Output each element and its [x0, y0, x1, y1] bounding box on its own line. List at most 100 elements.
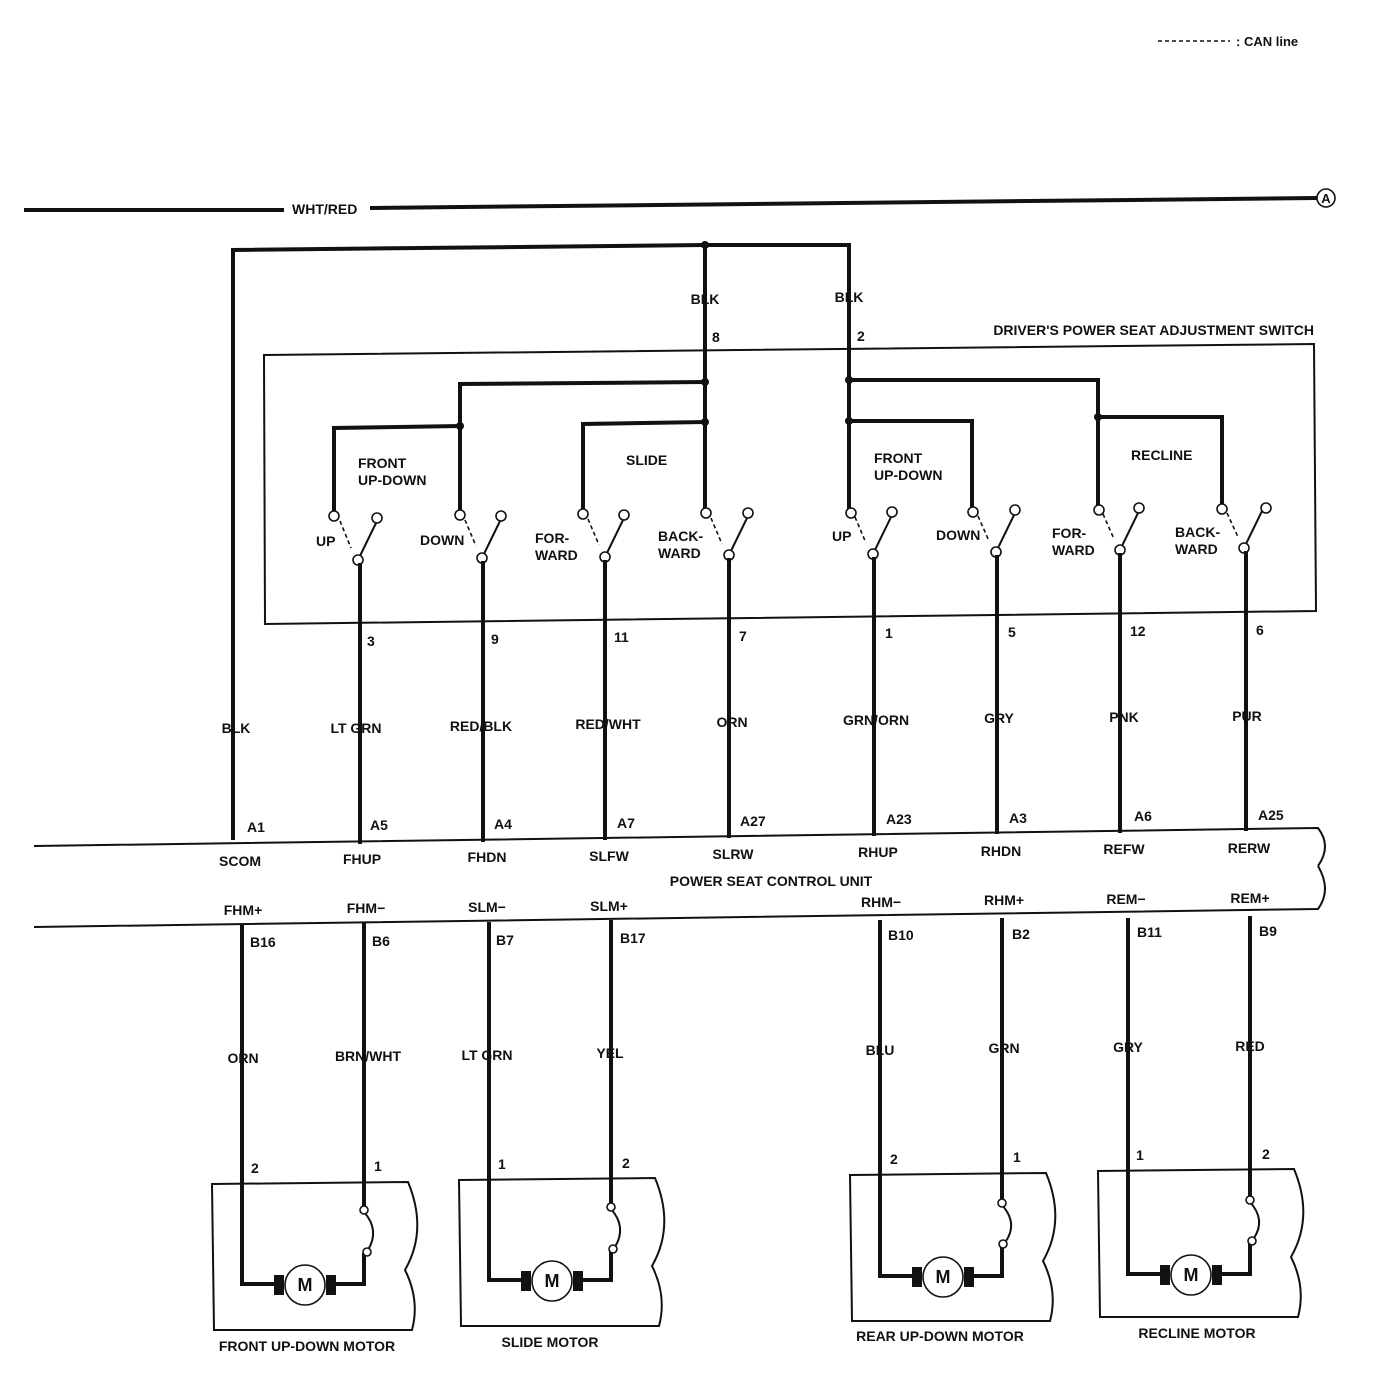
signal-rerw: RERW [1228, 840, 1271, 856]
contact-forward-1: FOR- WARD [535, 508, 630, 563]
wire-color-rerw: PUR [1232, 708, 1262, 724]
group-label-front-up-down-1b: UP-DOWN [358, 472, 426, 488]
motor-brush-right [573, 1271, 583, 1291]
supply-wire-right [369, 195, 1318, 211]
contact-terminal [845, 507, 857, 519]
group-label-recline: RECLINE [1131, 447, 1192, 463]
switch-pin-6: 6 [1256, 622, 1264, 638]
signal-rem-minus: REM− [1106, 891, 1145, 907]
control-unit-title: POWER SEAT CONTROL UNIT [670, 873, 873, 889]
contact-terminal [1133, 502, 1145, 514]
pin-b16: B16 [250, 934, 276, 950]
contact-terminal [495, 510, 507, 522]
junction-dot [845, 376, 853, 384]
motor-symbol-label: M [936, 1267, 951, 1287]
contact-terminal [1260, 502, 1272, 514]
wire-color-rhup: GRN/ORN [843, 712, 909, 728]
switch-pin-11: 11 [614, 629, 629, 645]
motor-name: SLIDE MOTOR [502, 1334, 599, 1350]
breaker-terminal [362, 1247, 372, 1257]
pin-a3: A3 [1009, 810, 1027, 826]
pin-a23: A23 [886, 811, 912, 827]
scom-wire-color: BLK [222, 720, 251, 736]
contact-terminal [328, 510, 340, 522]
signal-slm-plus: SLM+ [590, 898, 628, 914]
contact-backward-2-label-b: WARD [1175, 541, 1218, 557]
pin-b17: B17 [620, 930, 646, 946]
junction-dot [845, 417, 853, 425]
contact-link [587, 518, 600, 546]
contact-forward-2-label-a: FOR- [1052, 525, 1087, 541]
motor-name: REAR UP-DOWN MOTOR [856, 1328, 1024, 1344]
switch-title: DRIVER'S POWER SEAT ADJUSTMENT SWITCH [993, 322, 1314, 338]
contact-terminal [1009, 504, 1021, 516]
legend: : CAN line [1158, 34, 1298, 49]
motor-symbol [1170, 1254, 1212, 1296]
contact-up-2: UP [832, 506, 898, 560]
group-label-front-up-down-2: FRONT [874, 450, 923, 466]
ground-harness: BLK BLK 8 2 BLK [222, 241, 865, 840]
pin-b6: B6 [372, 933, 390, 949]
contact-terminal [371, 512, 383, 524]
switch-pin-2: 2 [857, 328, 865, 344]
contact-link [977, 515, 990, 542]
motor-brush-right [964, 1267, 974, 1287]
contact-up-2-label: UP [832, 528, 851, 544]
breaker-terminal [606, 1202, 616, 1212]
wire-color-slrw: ORN [716, 714, 747, 730]
control-unit-bottom-edge [33, 865, 1326, 928]
pin-b2: B2 [1012, 926, 1030, 942]
motor-wire-negative [878, 920, 918, 1278]
connector-a-marker [1316, 188, 1336, 208]
ground-wire-pin2-color: BLK [835, 289, 864, 305]
motor-brush-right [326, 1275, 336, 1295]
motor-pin-rhm-plus: 1 [1013, 1149, 1021, 1165]
motor-symbol [531, 1260, 573, 1302]
motor-pin-fhm-minus: 1 [374, 1158, 382, 1174]
contact-down-2-label: DOWN [936, 527, 980, 543]
junction-dot [701, 378, 709, 386]
contact-terminal [577, 508, 589, 520]
pin-a1: A1 [247, 819, 265, 835]
can-line-legend-label: : CAN line [1236, 34, 1298, 49]
pin-b11: B11 [1137, 924, 1162, 940]
signal-fhup: FHUP [343, 851, 381, 867]
contact-lever [481, 518, 502, 559]
contact-backward-1-label-b: WARD [658, 545, 701, 561]
motor-name: FRONT UP-DOWN MOTOR [219, 1338, 395, 1354]
contact-lever [872, 514, 893, 555]
motor-pin-slm-minus: 1 [498, 1156, 506, 1172]
contact-lever [728, 515, 749, 556]
recline-motor: M RECLINE MOTOR [1096, 916, 1305, 1341]
breaker-terminal [997, 1198, 1007, 1208]
contact-link [339, 520, 352, 549]
signal-slm-minus: SLM− [468, 899, 506, 915]
wire-color-fhm-minus: BRN/WHT [335, 1048, 402, 1064]
motor-symbol [922, 1256, 964, 1298]
contact-terminal [742, 507, 754, 519]
power-seat-adjustment-switch: DRIVER'S POWER SEAT ADJUSTMENT SWITCH FR… [262, 322, 1318, 626]
pin-a5: A5 [370, 817, 388, 833]
contact-lever [995, 512, 1016, 553]
breaker-contact [363, 1211, 375, 1251]
switch-bus-recline [1096, 415, 1224, 505]
breaker-contact [610, 1208, 622, 1248]
wire-color-refw: PNK [1109, 709, 1139, 725]
motor-housing [848, 1171, 1057, 1322]
motor-name: RECLINE MOTOR [1138, 1325, 1255, 1341]
contact-forward-1-label-b: WARD [535, 547, 578, 563]
slide-motor: M SLIDE MOTOR [457, 920, 666, 1350]
junction-dot [701, 418, 709, 426]
pin-a25: A25 [1258, 807, 1284, 823]
motor-pin-fhm-plus: 2 [251, 1160, 259, 1176]
switch-pin-12: 12 [1130, 623, 1146, 639]
contact-forward-2-label-b: WARD [1052, 542, 1095, 558]
pin-a6: A6 [1134, 808, 1152, 824]
contact-backward-2-label-a: BACK- [1175, 524, 1220, 540]
switch-pin-8: 8 [712, 329, 720, 345]
signal-rhup: RHUP [858, 844, 898, 860]
contact-link [854, 516, 867, 544]
contact-terminal [1216, 503, 1228, 515]
breaker-terminal [998, 1239, 1008, 1249]
